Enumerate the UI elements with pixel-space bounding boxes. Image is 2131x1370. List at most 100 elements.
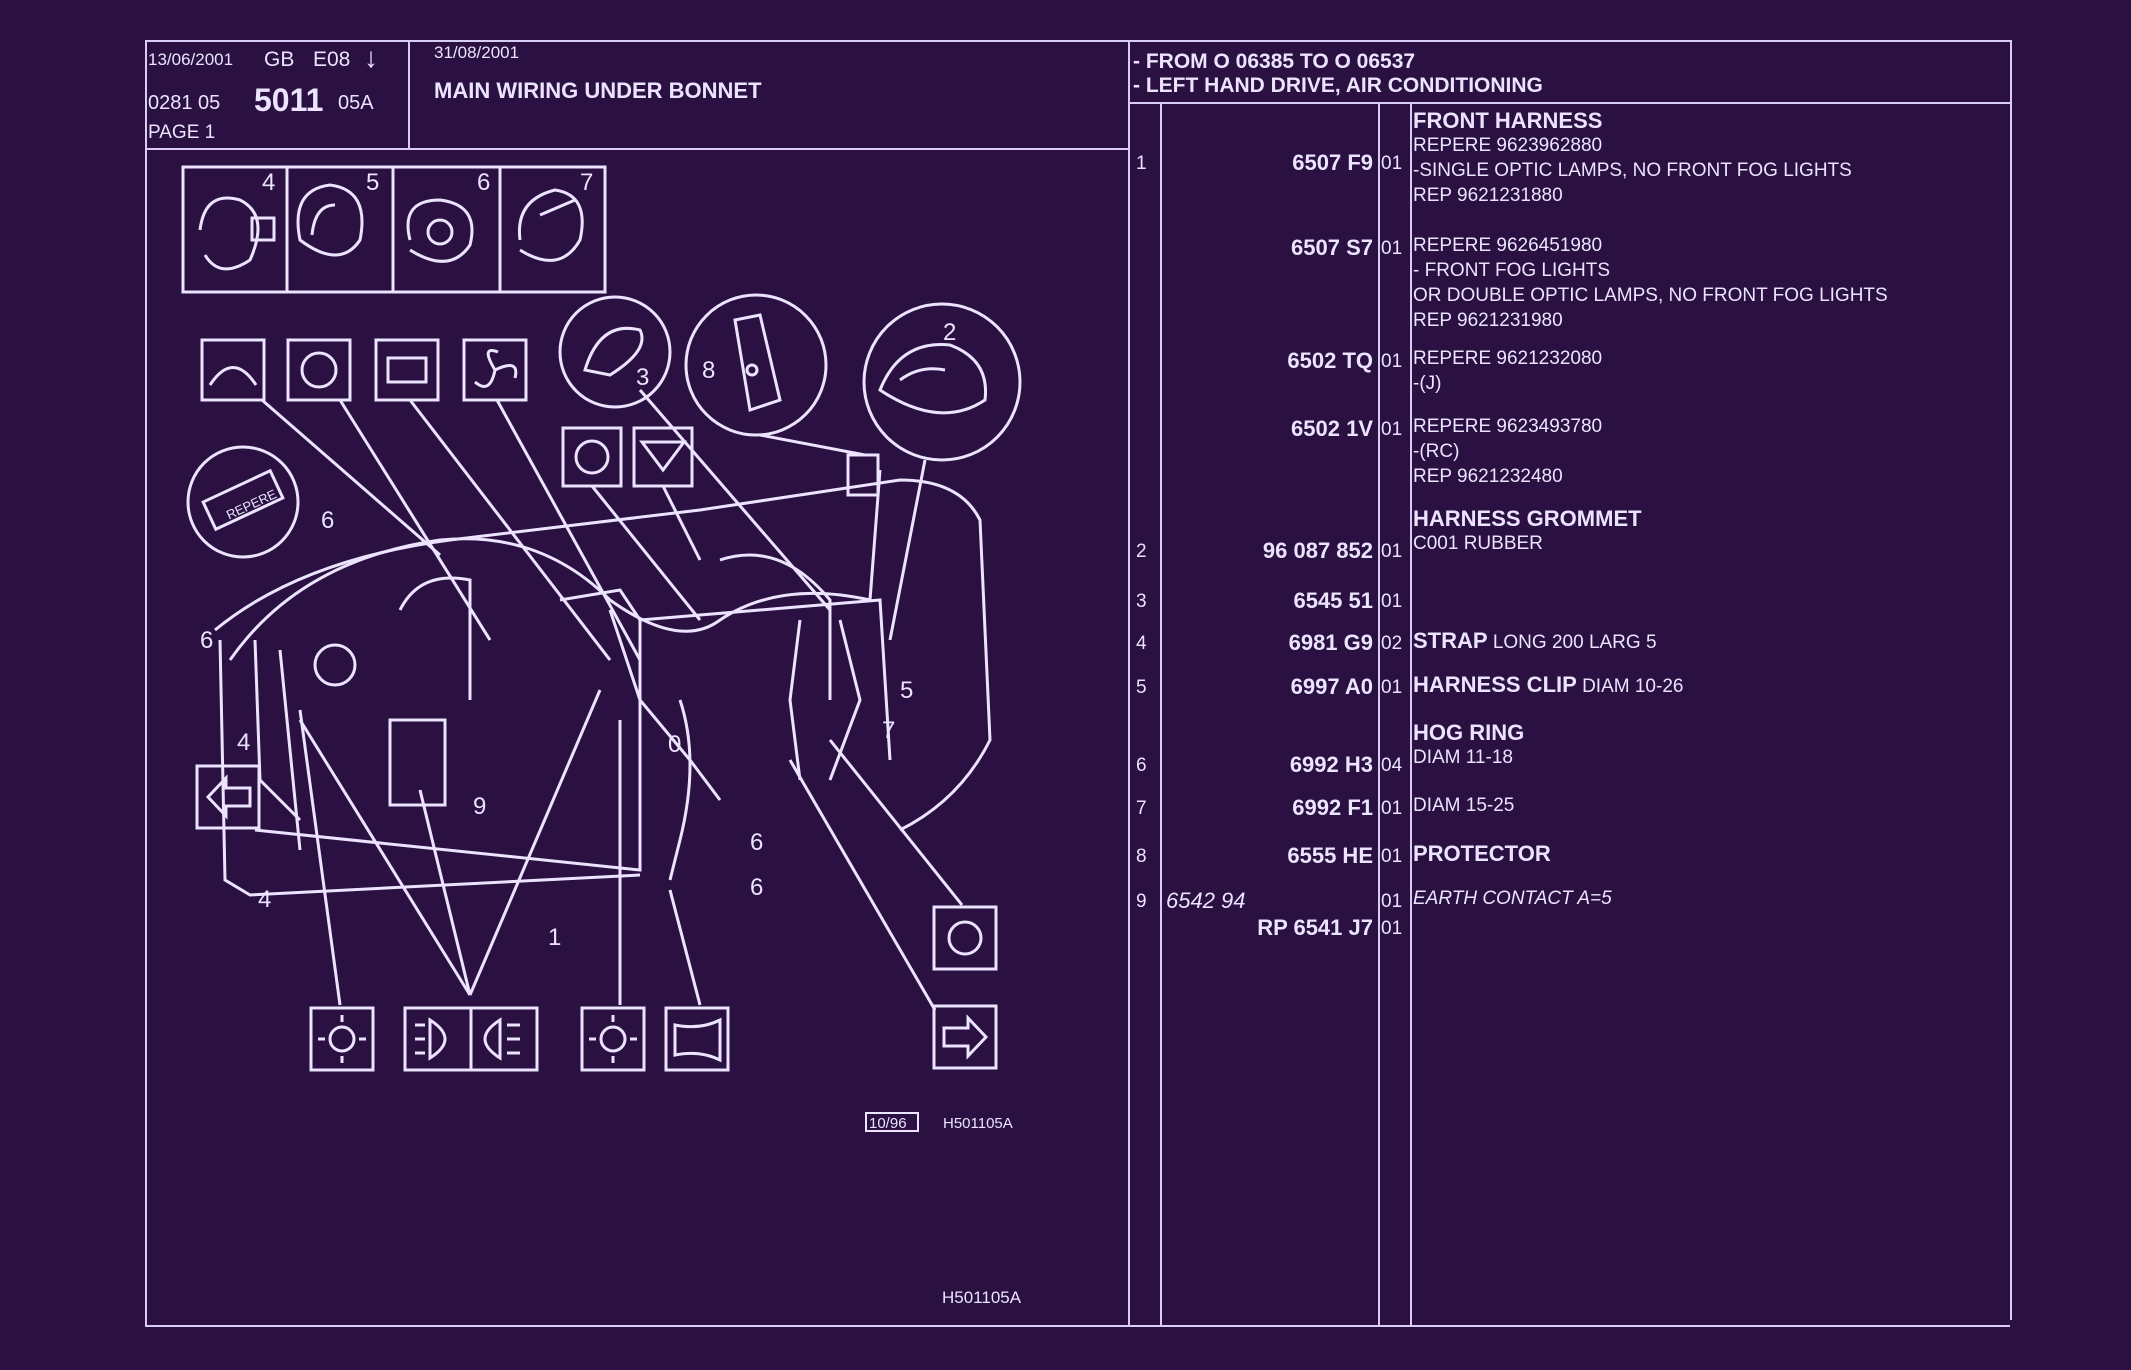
windscreen-wiper-symbol-icon [200, 338, 266, 402]
print-date: 13/06/2001 [148, 50, 234, 69]
callout-7: 7 [882, 717, 895, 744]
part-reference: RP 6541 J7 [1257, 915, 1373, 940]
page-number: PAGE 1 [148, 122, 216, 143]
description-line: REPERE 9623962880 [1413, 135, 1603, 156]
part-quantity: 01 [1381, 541, 1403, 562]
part-reference: 6545 51 [1293, 588, 1373, 613]
col-line-qty [1410, 104, 1412, 1325]
headlamp-right-symbol-icon [469, 1006, 539, 1072]
part-reference: 6997 A0 [1290, 674, 1373, 699]
part-quantity: 01 [1381, 677, 1403, 698]
ac-compressor-symbol-icon [932, 905, 998, 971]
part-reference: 6981 G9 [1288, 630, 1373, 655]
part-description: REPERE 9623493780-(RC)REP 9621232480 [1413, 414, 1602, 489]
description-line: REP 9621232480 [1413, 466, 1563, 487]
callout-6-right-lower: 6 [750, 874, 763, 901]
side-lamp-symbol-icon [309, 1006, 375, 1072]
callout-3: 3 [636, 364, 649, 391]
date-box-frame [865, 1112, 919, 1132]
description-line: EARTH CONTACT A=5 [1413, 888, 1612, 909]
frame-top [145, 40, 2010, 42]
description-line: REPERE 9626451980 [1413, 235, 1603, 256]
part-reference: 96 087 852 [1262, 538, 1373, 563]
inset-label-4: 4 [262, 169, 275, 196]
description-line: -(J) [1413, 373, 1442, 394]
battery-symbol-icon [374, 338, 440, 402]
part-spec: DIAM 10-26 [1576, 676, 1684, 697]
part-index: 4 [1136, 633, 1147, 654]
description-line: DIAM 15-25 [1413, 795, 1515, 816]
issue-date: 31/08/2001 [434, 43, 520, 62]
harness-clip-icon [296, 183, 364, 257]
part-index: 5 [1136, 677, 1147, 698]
part-reference: 6555 HE [1287, 843, 1373, 868]
callout-9: 9 [473, 793, 486, 820]
frame-left [145, 42, 147, 1327]
code-prefix: 0281 05 [148, 92, 221, 114]
grommet-detail-circle [558, 295, 672, 409]
description-line: FRONT HARNESS [1413, 108, 1603, 133]
description-line: STRAP LONG 200 LARG 5 [1413, 628, 1657, 655]
horn-symbol-icon [664, 1006, 730, 1072]
inset-parts-strip: 4 5 6 7 [181, 165, 607, 294]
part-quantity: 01 [1381, 591, 1403, 612]
callout-6-left: 6 [200, 627, 213, 654]
part-reference: 6507 F9 [1292, 150, 1373, 175]
description-line: -(RC) [1413, 441, 1460, 462]
fog-lamp-symbol-icon [580, 1006, 646, 1072]
part-reference: 6502 TQ [1287, 348, 1373, 373]
part-reference: 6992 F1 [1292, 795, 1373, 820]
callout-1: 1 [548, 924, 561, 951]
description-line: REPERE 9621232080 [1413, 348, 1603, 369]
col-line-idx [1160, 104, 1162, 1325]
part-description: DIAM 15-25 [1413, 793, 1514, 818]
description-line: - FRONT FOG LIGHTS [1413, 260, 1611, 281]
date-box: 10/96 [869, 1115, 907, 1132]
part-quantity: 01 [1381, 846, 1403, 867]
strap-icon [198, 196, 276, 271]
frame-right [2010, 40, 2012, 1320]
part-description: REPERE 9621232080 -(J) [1413, 346, 1602, 396]
part-description: STRAP LONG 200 LARG 5 [1413, 628, 1657, 655]
part-quantity: 01 [1381, 238, 1403, 259]
harness-routing [228, 453, 882, 881]
part-description: PROTECTOR [1413, 841, 1551, 866]
callout-6-right-upper: 6 [750, 829, 763, 856]
washer-symbol-icon [632, 426, 694, 488]
callout-6-top: 6 [321, 507, 334, 534]
divider-header-left [145, 148, 1128, 150]
part-index: 8 [1136, 846, 1147, 867]
protector-detail-circle [684, 293, 828, 437]
part-description: EARTH CONTACT A=5 [1413, 886, 1612, 911]
inset-label-6: 6 [477, 169, 490, 196]
code-suffix: 05A [338, 92, 374, 114]
description-line: HOG RING [1413, 720, 1525, 745]
callout-8: 8 [702, 357, 715, 384]
cooling-fan-symbol-icon [462, 338, 528, 402]
drawing-reference: H501105A [943, 1115, 1013, 1132]
description-line: REP 9621231880 [1413, 185, 1563, 206]
divider-header-right [1128, 102, 2010, 104]
part-quantity: 04 [1381, 755, 1403, 776]
description-line: DIAM 11-18 [1413, 747, 1513, 768]
description-line: C001 RUBBER [1413, 533, 1543, 554]
harness-grommet-detail-circle [862, 302, 1022, 462]
part-spec: LONG 200 LARG 5 [1487, 632, 1657, 653]
hog-ring-large-icon [517, 188, 584, 262]
part-index: 9 [1136, 891, 1147, 912]
callout-4-upper: 4 [237, 729, 250, 756]
inset-label-7: 7 [580, 169, 593, 196]
part-index: 1 [1136, 153, 1147, 174]
callout-4-lower: 4 [258, 886, 271, 913]
part-quantity: 01 [1381, 918, 1403, 939]
code-main: 5011 [254, 82, 324, 118]
gauge-symbol-icon [561, 426, 623, 488]
down-arrow-icon: ↓ [364, 42, 378, 73]
part-description: HARNESS CLIP DIAM 10-26 [1413, 672, 1683, 699]
leader-lines [261, 389, 964, 1011]
part-reference: 6542 94 [1166, 888, 1246, 913]
